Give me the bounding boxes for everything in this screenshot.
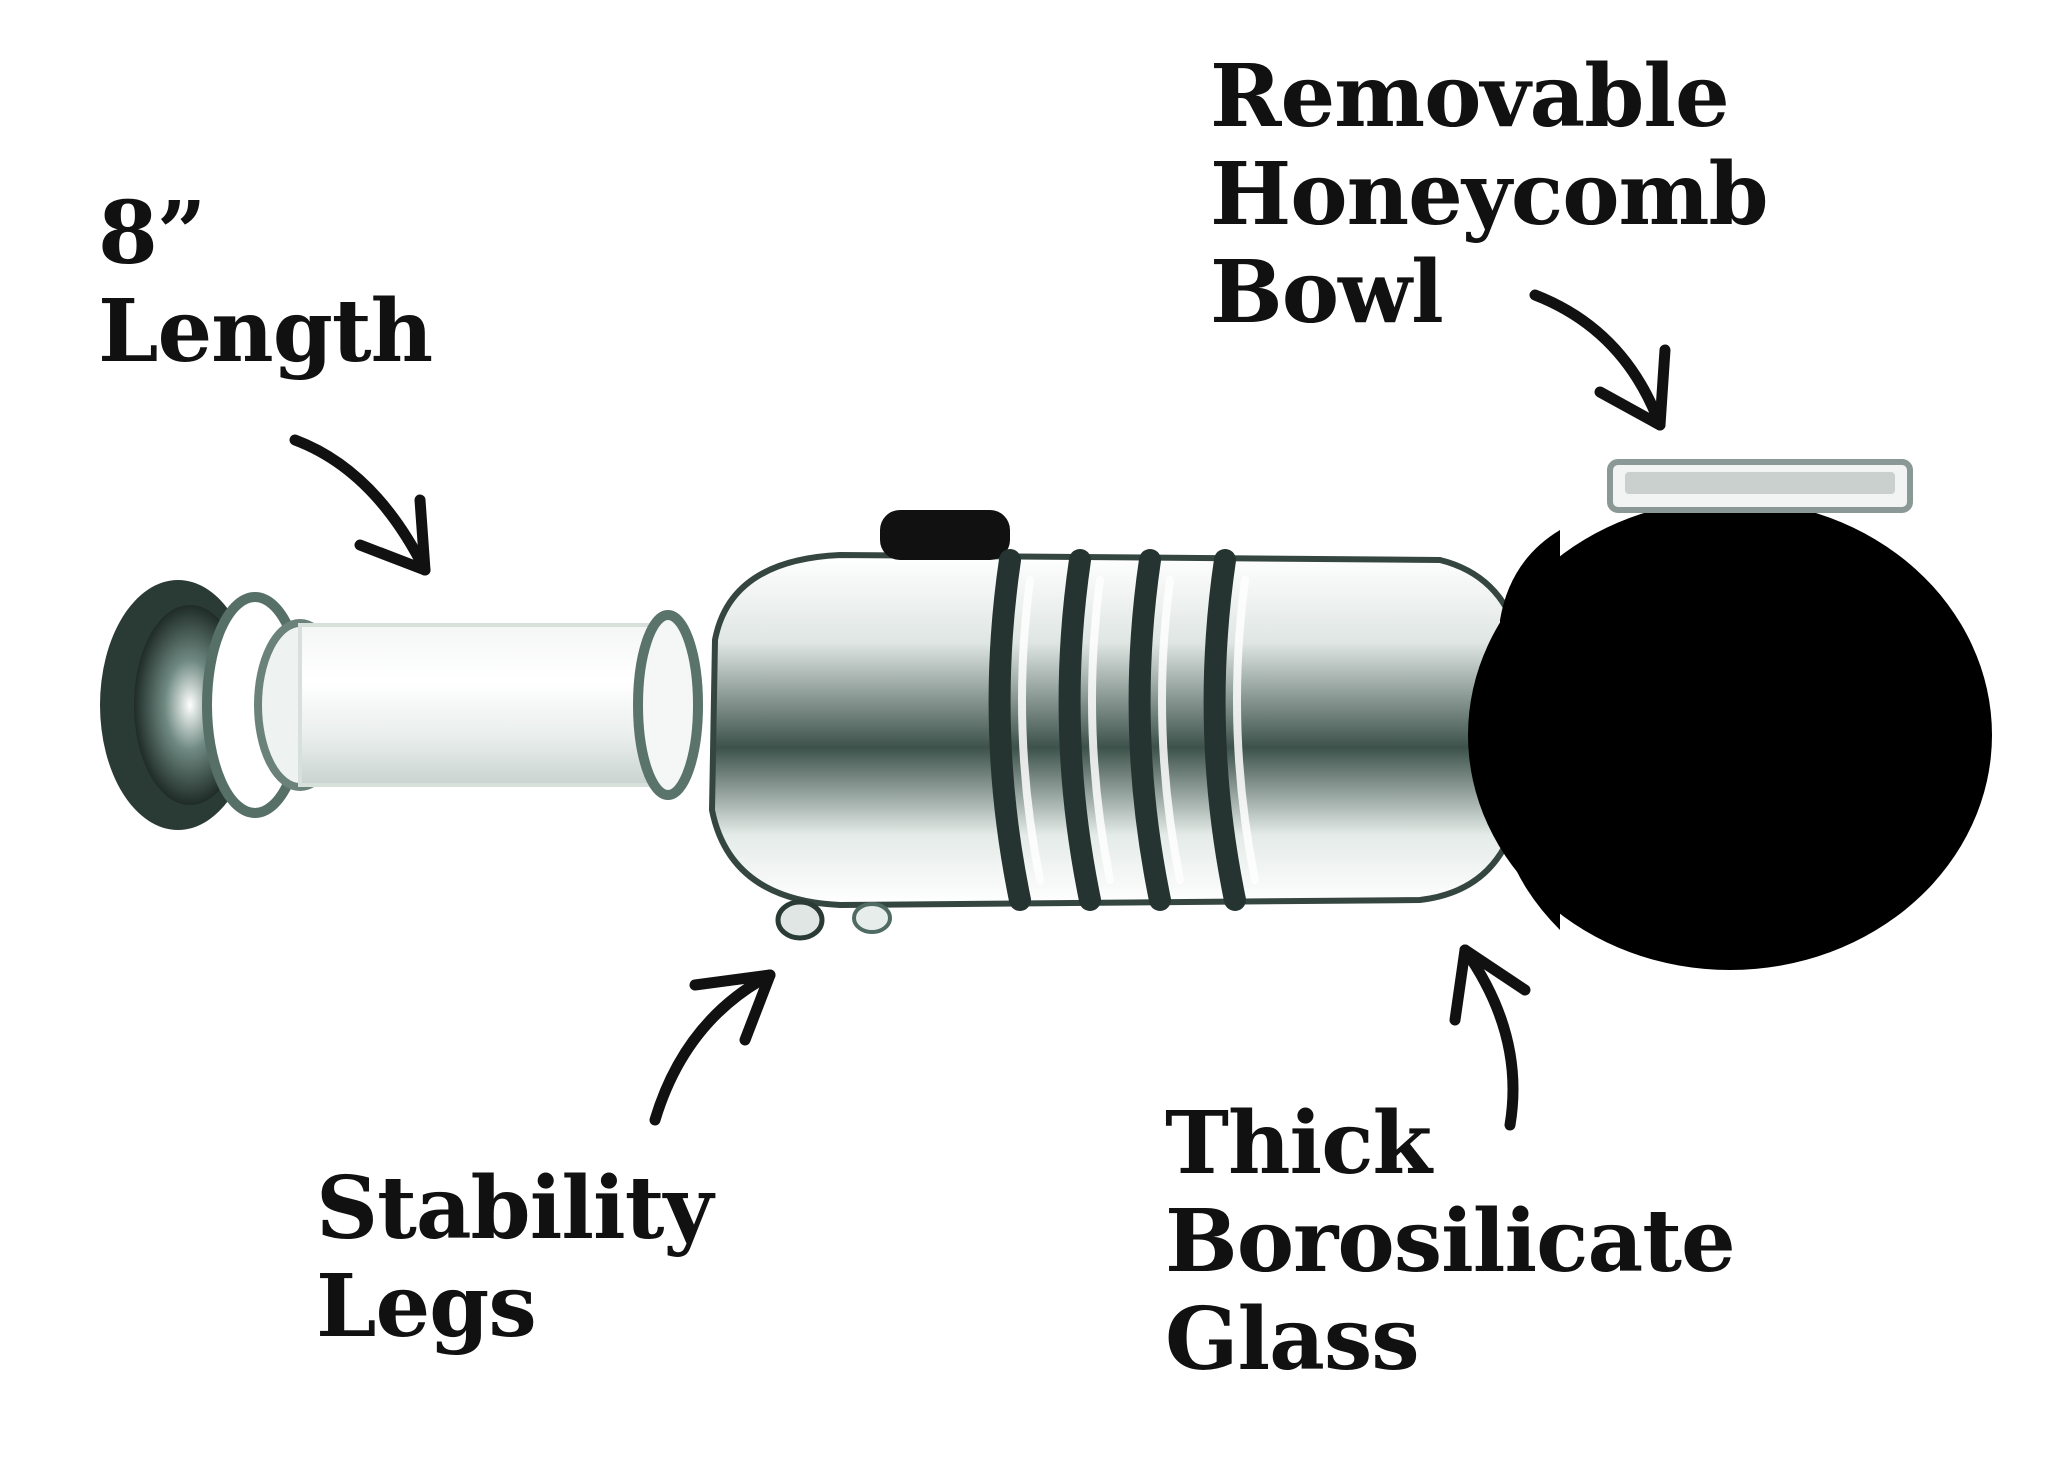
callout-glass: Thick Borosilicate Glass [1165,1093,1736,1390]
callout-glass-line1: Thick [1165,1093,1432,1194]
mouthpiece [100,580,346,830]
stability-leg [852,902,892,934]
callout-bowl-line2: Honeycomb [1210,144,1769,245]
arrow-glass [1449,944,1531,1131]
callout-legs-line1: Stability [316,1158,713,1259]
glass-tube [298,610,703,800]
callout-bowl-line3: Bowl [1210,242,1444,343]
callout-bowl-line1: Removable [1210,46,1730,147]
callout-length-line1: 8” [98,183,206,284]
callout-glass-line2: Borosilicate [1165,1191,1736,1292]
stability-leg [775,899,825,941]
arrow-bowl [1529,289,1671,431]
glass-chamber [708,510,1529,941]
honeycomb-bowl [1468,459,1992,970]
arrow-length [289,434,431,576]
arrow-legs [649,969,776,1126]
callout-bowl: Removable Honeycomb Bowl [1210,46,1769,343]
callout-legs-line2: Legs [316,1256,537,1357]
callout-length: 8” Length [98,183,433,382]
callout-legs: Stability Legs [316,1158,713,1357]
callout-glass-line3: Glass [1165,1289,1420,1390]
callout-length-line2: Length [98,281,433,382]
